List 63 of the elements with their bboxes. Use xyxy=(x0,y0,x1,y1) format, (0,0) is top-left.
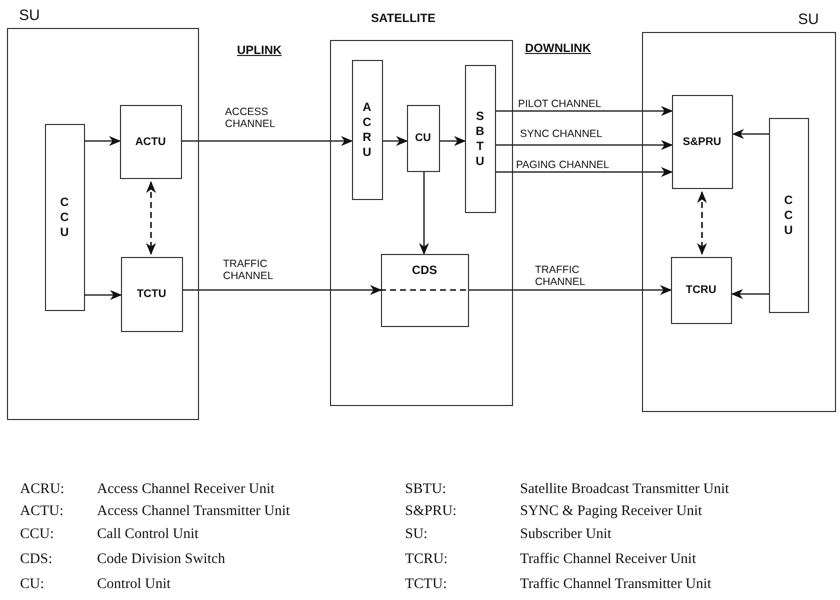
unit-block xyxy=(768,118,808,312)
abbreviation-term: ACTU: xyxy=(20,503,64,520)
unit-block xyxy=(352,60,382,200)
abbreviation-term: SU: xyxy=(405,526,428,543)
unit-label: ACRU xyxy=(362,100,372,160)
arrow xyxy=(85,136,121,146)
abbreviation-term: S&PRU: xyxy=(405,503,457,520)
abbreviation-definition: Access Channel Transmitter Unit xyxy=(97,503,290,520)
unit-block xyxy=(464,64,496,212)
abbreviation-definition: Access Channel Receiver Unit xyxy=(97,481,275,498)
unit-block xyxy=(120,104,182,178)
panel-title: SU xyxy=(19,7,40,24)
unit-block xyxy=(44,124,84,310)
abbreviation-term: CU: xyxy=(20,576,44,593)
dashed-arrow xyxy=(697,191,707,255)
abbreviation-term: ACRU: xyxy=(20,481,64,498)
arrow xyxy=(85,290,122,300)
arrow xyxy=(731,289,769,299)
unit-label: TCRU xyxy=(686,284,716,296)
abbreviation-term: CCU: xyxy=(20,526,54,543)
unit-label: CCU xyxy=(783,192,794,238)
unit-label: CU xyxy=(415,132,431,144)
abbreviation-definition: Call Control Unit xyxy=(97,526,198,543)
abbreviation-term: CDS: xyxy=(20,551,52,568)
panel-title: SATELLITE xyxy=(371,11,436,25)
unit-label: CDS xyxy=(412,262,438,276)
arrow xyxy=(732,129,769,139)
switch-block xyxy=(380,254,468,326)
arrow xyxy=(182,136,353,146)
section-heading: DOWNLINK xyxy=(525,41,591,55)
edge-label: PILOT CHANNEL xyxy=(518,98,602,110)
dashed-arrow xyxy=(146,181,156,255)
abbreviation-definition: Traffic Channel Receiver Unit xyxy=(520,551,696,568)
abbreviation-term: SBTU: xyxy=(405,481,446,498)
arrow xyxy=(469,285,672,295)
abbreviation-definition: Traffic Channel Transmitter Unit xyxy=(520,576,712,593)
arrow xyxy=(496,106,673,116)
unit-block xyxy=(670,256,732,324)
unit-label: S&PRU xyxy=(682,136,722,148)
arrow xyxy=(496,140,673,150)
unit-label: ACTU xyxy=(135,136,166,148)
unit-label: SBTU xyxy=(474,108,486,168)
unit-label: CCU xyxy=(59,194,70,240)
abbreviation-definition: Control Unit xyxy=(97,576,171,593)
panel-title: SU xyxy=(798,11,819,28)
abbreviation-definition: Code Division Switch xyxy=(97,551,226,568)
unit-block xyxy=(672,94,732,188)
unit-block xyxy=(406,104,440,172)
arrow xyxy=(383,136,408,146)
arrow xyxy=(419,172,429,255)
abbreviation-definition: Subscriber Unit xyxy=(520,526,612,543)
arrow xyxy=(183,285,382,295)
unit-block xyxy=(120,256,182,332)
abbreviation-definition: Satellite Broadcast Transmitter Unit xyxy=(520,481,730,498)
abbreviation-definition: SYNC & Paging Receiver Unit xyxy=(520,503,702,520)
section-heading: UPLINK xyxy=(237,43,282,57)
arrow xyxy=(440,136,466,146)
edge-label: PAGING CHANNEL xyxy=(516,159,610,171)
arrow xyxy=(496,167,673,177)
unit-label: TCTU xyxy=(136,288,166,300)
abbreviation-term: TCTU: xyxy=(405,576,447,593)
edge-label: SYNC CHANNEL xyxy=(520,128,602,140)
abbreviation-term: TCRU: xyxy=(405,551,448,568)
